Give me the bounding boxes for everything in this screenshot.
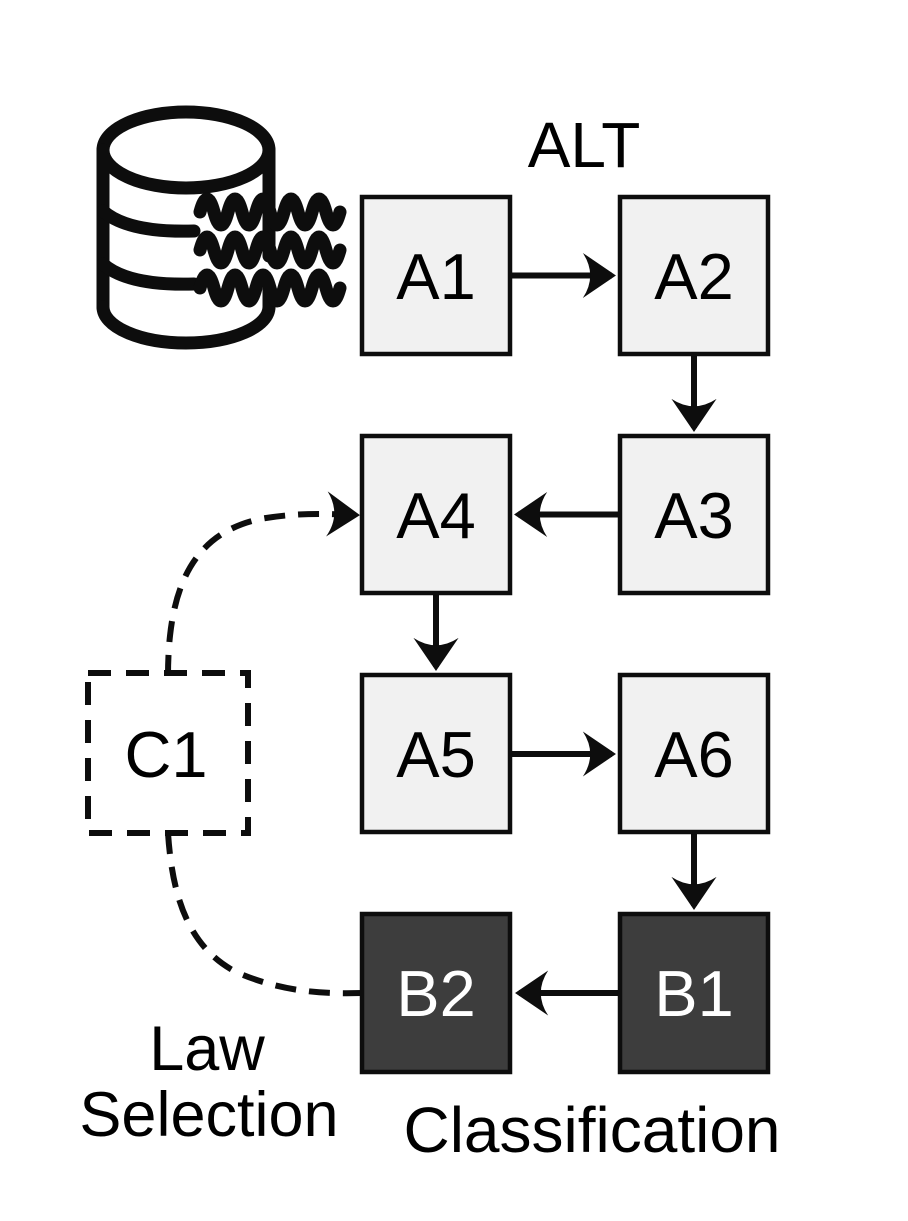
node-a1: A1 (359, 194, 513, 357)
node-a5: A5 (359, 672, 513, 835)
diagram-title: ALT (528, 109, 641, 181)
node-a4-label: A4 (396, 479, 476, 552)
node-a1-label: A1 (396, 240, 476, 313)
node-a4: A4 (359, 433, 513, 596)
node-b2-label: B2 (396, 957, 476, 1030)
node-b1-label: B1 (654, 957, 734, 1030)
node-a3-box (617, 433, 771, 596)
node-a6-label: A6 (654, 718, 734, 791)
node-c1: C1 (85, 670, 251, 836)
node-a3: A3 (617, 433, 771, 596)
caption-law-selection-line1: Law (149, 1014, 265, 1084)
node-b2: B2 (359, 911, 513, 1075)
dashed-arrow-c1-to-a4 (165, 491, 360, 677)
dashed-connector-b2-to-c1 (165, 832, 363, 997)
solid-edges (413, 252, 717, 1016)
wavy-data-lines-icon (193, 192, 347, 308)
node-a5-box (359, 672, 513, 835)
dashed-edges (165, 491, 363, 997)
node-a2: A2 (617, 194, 771, 357)
node-a6-box (617, 672, 771, 835)
node-c1-box (85, 670, 251, 836)
node-a4-box (359, 433, 513, 596)
node-a6: A6 (617, 672, 771, 835)
node-a3-label: A3 (654, 479, 734, 552)
node-a2-box (617, 194, 771, 357)
node-b2-box (359, 911, 513, 1075)
caption-law-selection-line2: Selection (79, 1080, 338, 1150)
node-c1-label: C1 (124, 718, 207, 791)
node-a2-label: A2 (654, 240, 734, 313)
node-b1: B1 (617, 911, 771, 1075)
node-a5-label: A5 (396, 718, 476, 791)
node-a1-box (359, 194, 513, 357)
node-b1-box (617, 911, 771, 1075)
caption-classification: Classification (403, 1094, 780, 1166)
